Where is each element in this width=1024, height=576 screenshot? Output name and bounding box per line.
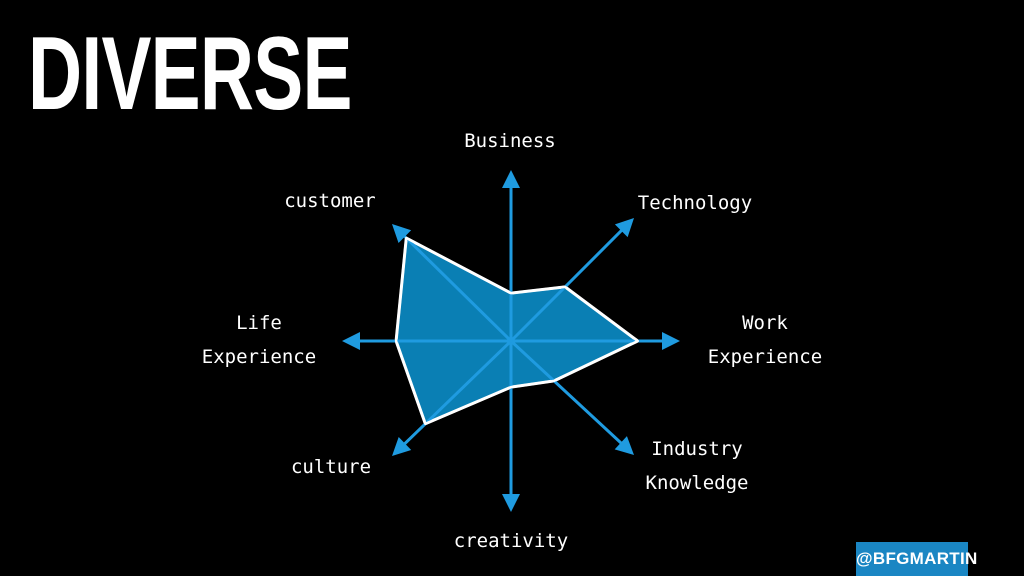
radar-area [394, 236, 640, 426]
axis-industry-knowledge [509, 339, 634, 455]
axis-label-life-experience: Life Experience [201, 312, 317, 368]
axis-label-culture: culture [290, 456, 372, 478]
axis-life-experience [342, 332, 513, 350]
axis-label-technology: Technology [637, 192, 753, 214]
axis-label-work-experience: Work Experience [707, 312, 823, 368]
axis-technology [509, 218, 634, 343]
arrow-head-icon [392, 437, 412, 456]
axis-label-creativity: creativity [453, 530, 569, 552]
arrow-head-icon [614, 436, 634, 455]
axis-work-experience [509, 332, 680, 350]
axis-creativity [502, 339, 520, 512]
axis-culture [392, 339, 513, 456]
axis-label-industry-knowledge: Industry Knowledge [645, 438, 749, 494]
slide-title: DIVERSE [28, 16, 352, 132]
arrow-head-icon [662, 332, 680, 350]
axis-business [502, 170, 520, 343]
arrow-head-icon [502, 170, 520, 188]
twitter-handle-badge: @BFGMARTIN [856, 542, 977, 576]
axis-customer [392, 224, 513, 343]
arrow-head-icon [614, 218, 634, 238]
axis-label-customer: customer [284, 190, 376, 212]
radar-outline [394, 236, 639, 426]
arrow-head-icon [342, 332, 360, 350]
axis-label-business: Business [464, 130, 556, 152]
arrow-head-icon [392, 224, 412, 244]
arrow-head-icon [502, 494, 520, 512]
